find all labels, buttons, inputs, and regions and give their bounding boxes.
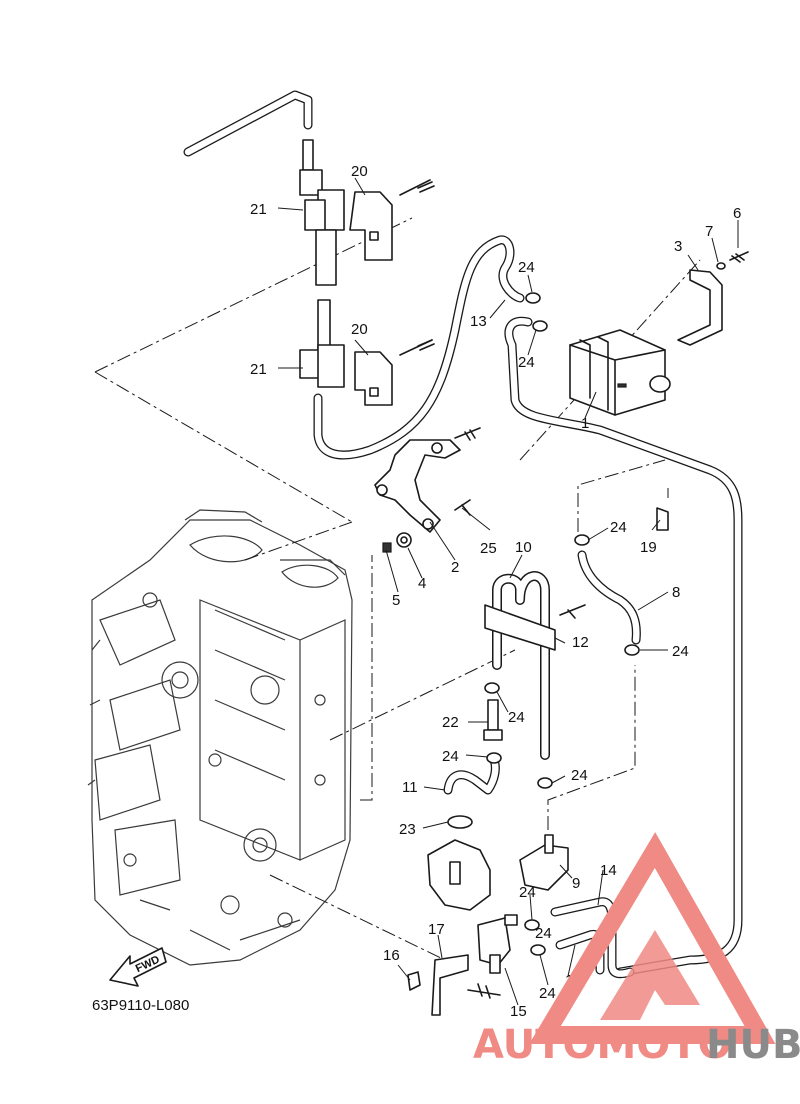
callout-16: 16 — [383, 947, 400, 964]
small-fittings — [407, 507, 669, 1016]
callout-12: 12 — [572, 634, 589, 651]
fuel-filter-upper — [299, 139, 435, 286]
callout-8: 8 — [672, 584, 680, 601]
callout-24-j: 24 — [535, 925, 552, 942]
callout-15: 15 — [510, 1003, 527, 1020]
callout-20-lower: 20 — [351, 321, 368, 338]
callout-5: 5 — [392, 592, 400, 609]
leader-lines — [277, 177, 739, 1006]
callout-14: 14 — [600, 862, 617, 879]
engine-block — [87, 509, 353, 966]
callout-19: 19 — [640, 539, 657, 556]
callout-25: 25 — [480, 540, 497, 557]
callout-20-upper: 20 — [351, 163, 368, 180]
canister — [569, 329, 671, 416]
callout-23: 23 — [399, 821, 416, 838]
filter-bracket — [374, 427, 481, 553]
callout-24-g: 24 — [571, 767, 588, 784]
callout-13: 13 — [470, 313, 487, 330]
callout-24-d: 24 — [672, 643, 689, 660]
hose-clamps — [484, 292, 640, 956]
diagram-code: 63P9110-L080 — [92, 997, 189, 1014]
callout-3: 3 — [674, 238, 682, 255]
callout-21-lower: 21 — [250, 361, 267, 378]
fwd-arrow: FWD — [109, 947, 167, 987]
hoses — [183, 90, 743, 979]
canister-bracket — [677, 251, 749, 346]
callout-4: 4 — [418, 575, 426, 592]
fuel-filter-lower — [299, 299, 435, 406]
watermark-logo: AUTOMOTO HUB — [473, 832, 800, 1068]
fuel-pipe-u — [484, 571, 586, 760]
callout-9: 9 — [572, 875, 580, 892]
callout-2: 2 — [451, 559, 459, 576]
callout-21-upper: 21 — [250, 201, 267, 218]
callout-7: 7 — [705, 223, 713, 240]
callout-6: 6 — [733, 205, 741, 222]
callout-24-i: 24 — [539, 985, 556, 1002]
callout-11: 11 — [402, 779, 418, 796]
callout-24-c: 24 — [610, 519, 627, 536]
callout-24-b: 24 — [518, 354, 535, 371]
watermark-text-primary: AUTOMOTO — [473, 1022, 732, 1068]
callout-22: 22 — [442, 714, 459, 731]
callout-10: 10 — [515, 539, 532, 556]
callout-24-e: 24 — [508, 709, 525, 726]
callout-24-h: 24 — [519, 884, 536, 901]
callout-24-a: 24 — [518, 259, 535, 276]
watermark-triangle — [529, 832, 776, 1044]
callout-1: 1 — [581, 415, 589, 432]
callout-17: 17 — [428, 921, 445, 938]
callout-24-f: 24 — [442, 748, 459, 765]
watermark-text-secondary: HUB — [706, 1022, 800, 1068]
